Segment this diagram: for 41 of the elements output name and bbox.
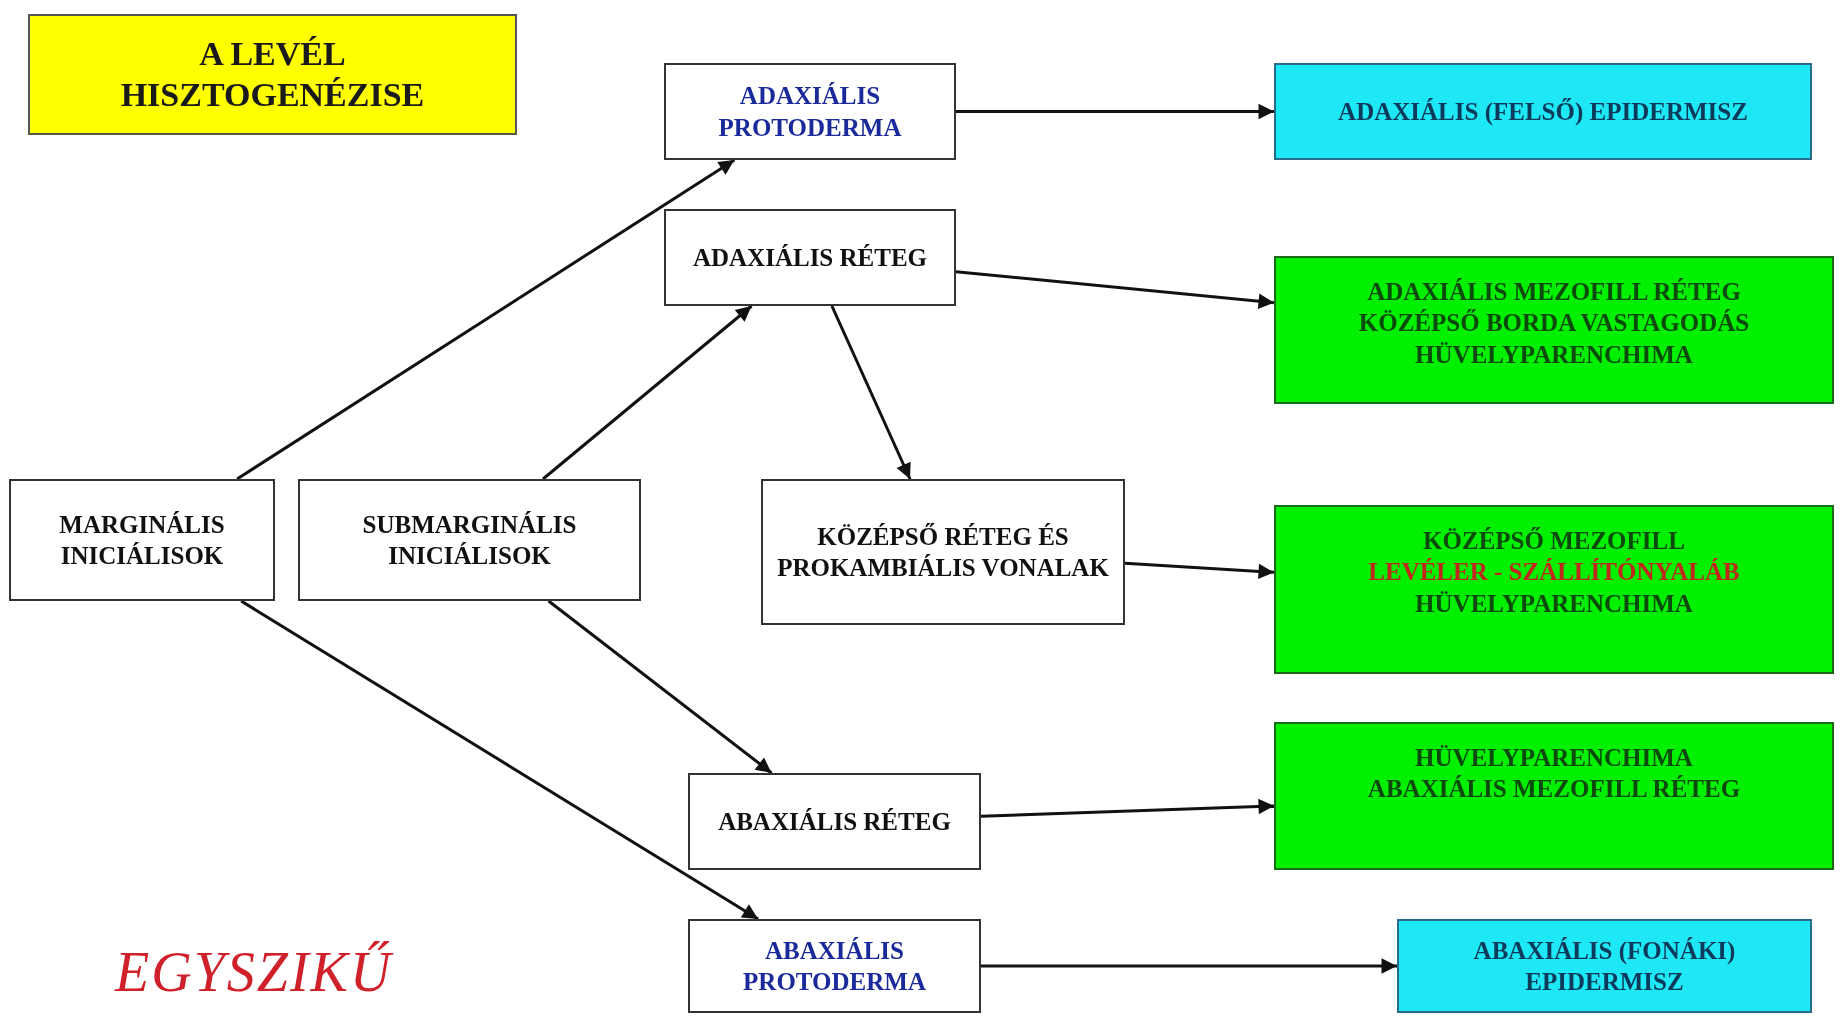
arrow — [980, 798, 1275, 818]
title-box: A LEVÉL HISZTOGENÉZISE — [28, 14, 517, 135]
process-box — [664, 209, 956, 306]
arrow — [955, 270, 1275, 309]
box-text: ADAXIÁLIS (FELSŐ) EPIDERMISZ — [1338, 96, 1748, 127]
process-box — [9, 479, 275, 601]
process-box — [298, 479, 641, 601]
box-text: KÖZÉPSŐ RÉTEG ÉS PROKAMBIÁLIS VONALAK — [776, 521, 1110, 583]
box-text: SUBMARGINÁLIS INICIÁLISOK — [361, 509, 578, 571]
box-text: ABAXIÁLIS PROTODERMA — [742, 935, 927, 997]
process-box — [664, 63, 956, 160]
box-text: HÜVELYPARENCHIMA — [1415, 588, 1693, 619]
box-text: LEVÉLER - SZÁLLÍTÓNYALÁB — [1368, 557, 1740, 588]
box-text: ABAXIÁLIS RÉTEG — [718, 806, 951, 837]
box-text: ABAXIÁLIS (FONÁKI) EPIDERMISZ — [1472, 935, 1737, 997]
process-box — [688, 773, 981, 870]
process-box — [1274, 63, 1812, 160]
box-text: ADAXIÁLIS RÉTEG — [692, 242, 928, 273]
process-box — [1274, 256, 1834, 404]
arrow — [542, 304, 753, 481]
process-box — [688, 919, 981, 1013]
box-text: ADAXIÁLIS PROTODERMA — [717, 81, 903, 143]
arrow — [240, 599, 759, 921]
box-text: MARGINÁLIS INICIÁLISOK — [58, 509, 226, 571]
process-box — [1274, 722, 1834, 870]
arrow — [236, 158, 736, 481]
arrow — [956, 103, 1274, 120]
process-box — [1397, 919, 1812, 1013]
arrow — [830, 305, 912, 480]
note-text: EGYSZIKŰ — [115, 940, 393, 1004]
process-box — [761, 479, 1125, 625]
box-text: HÜVELYPARENCHIMA — [1415, 743, 1693, 773]
arrow — [547, 599, 773, 775]
box-text: KÖZÉPSŐ BORDA VASTAGODÁS — [1358, 308, 1750, 339]
arrow — [981, 958, 1397, 974]
box-text: ABAXIÁLIS MEZOFILL RÉTEG — [1367, 774, 1741, 805]
process-box — [1274, 505, 1834, 674]
box-text: ADAXIÁLIS MEZOFILL RÉTEG — [1367, 277, 1741, 307]
arrow — [1124, 561, 1275, 580]
box-text: HÜVELYPARENCHIMA — [1415, 339, 1693, 370]
box-text: KÖZÉPSŐ MEZOFILL — [1423, 526, 1685, 556]
